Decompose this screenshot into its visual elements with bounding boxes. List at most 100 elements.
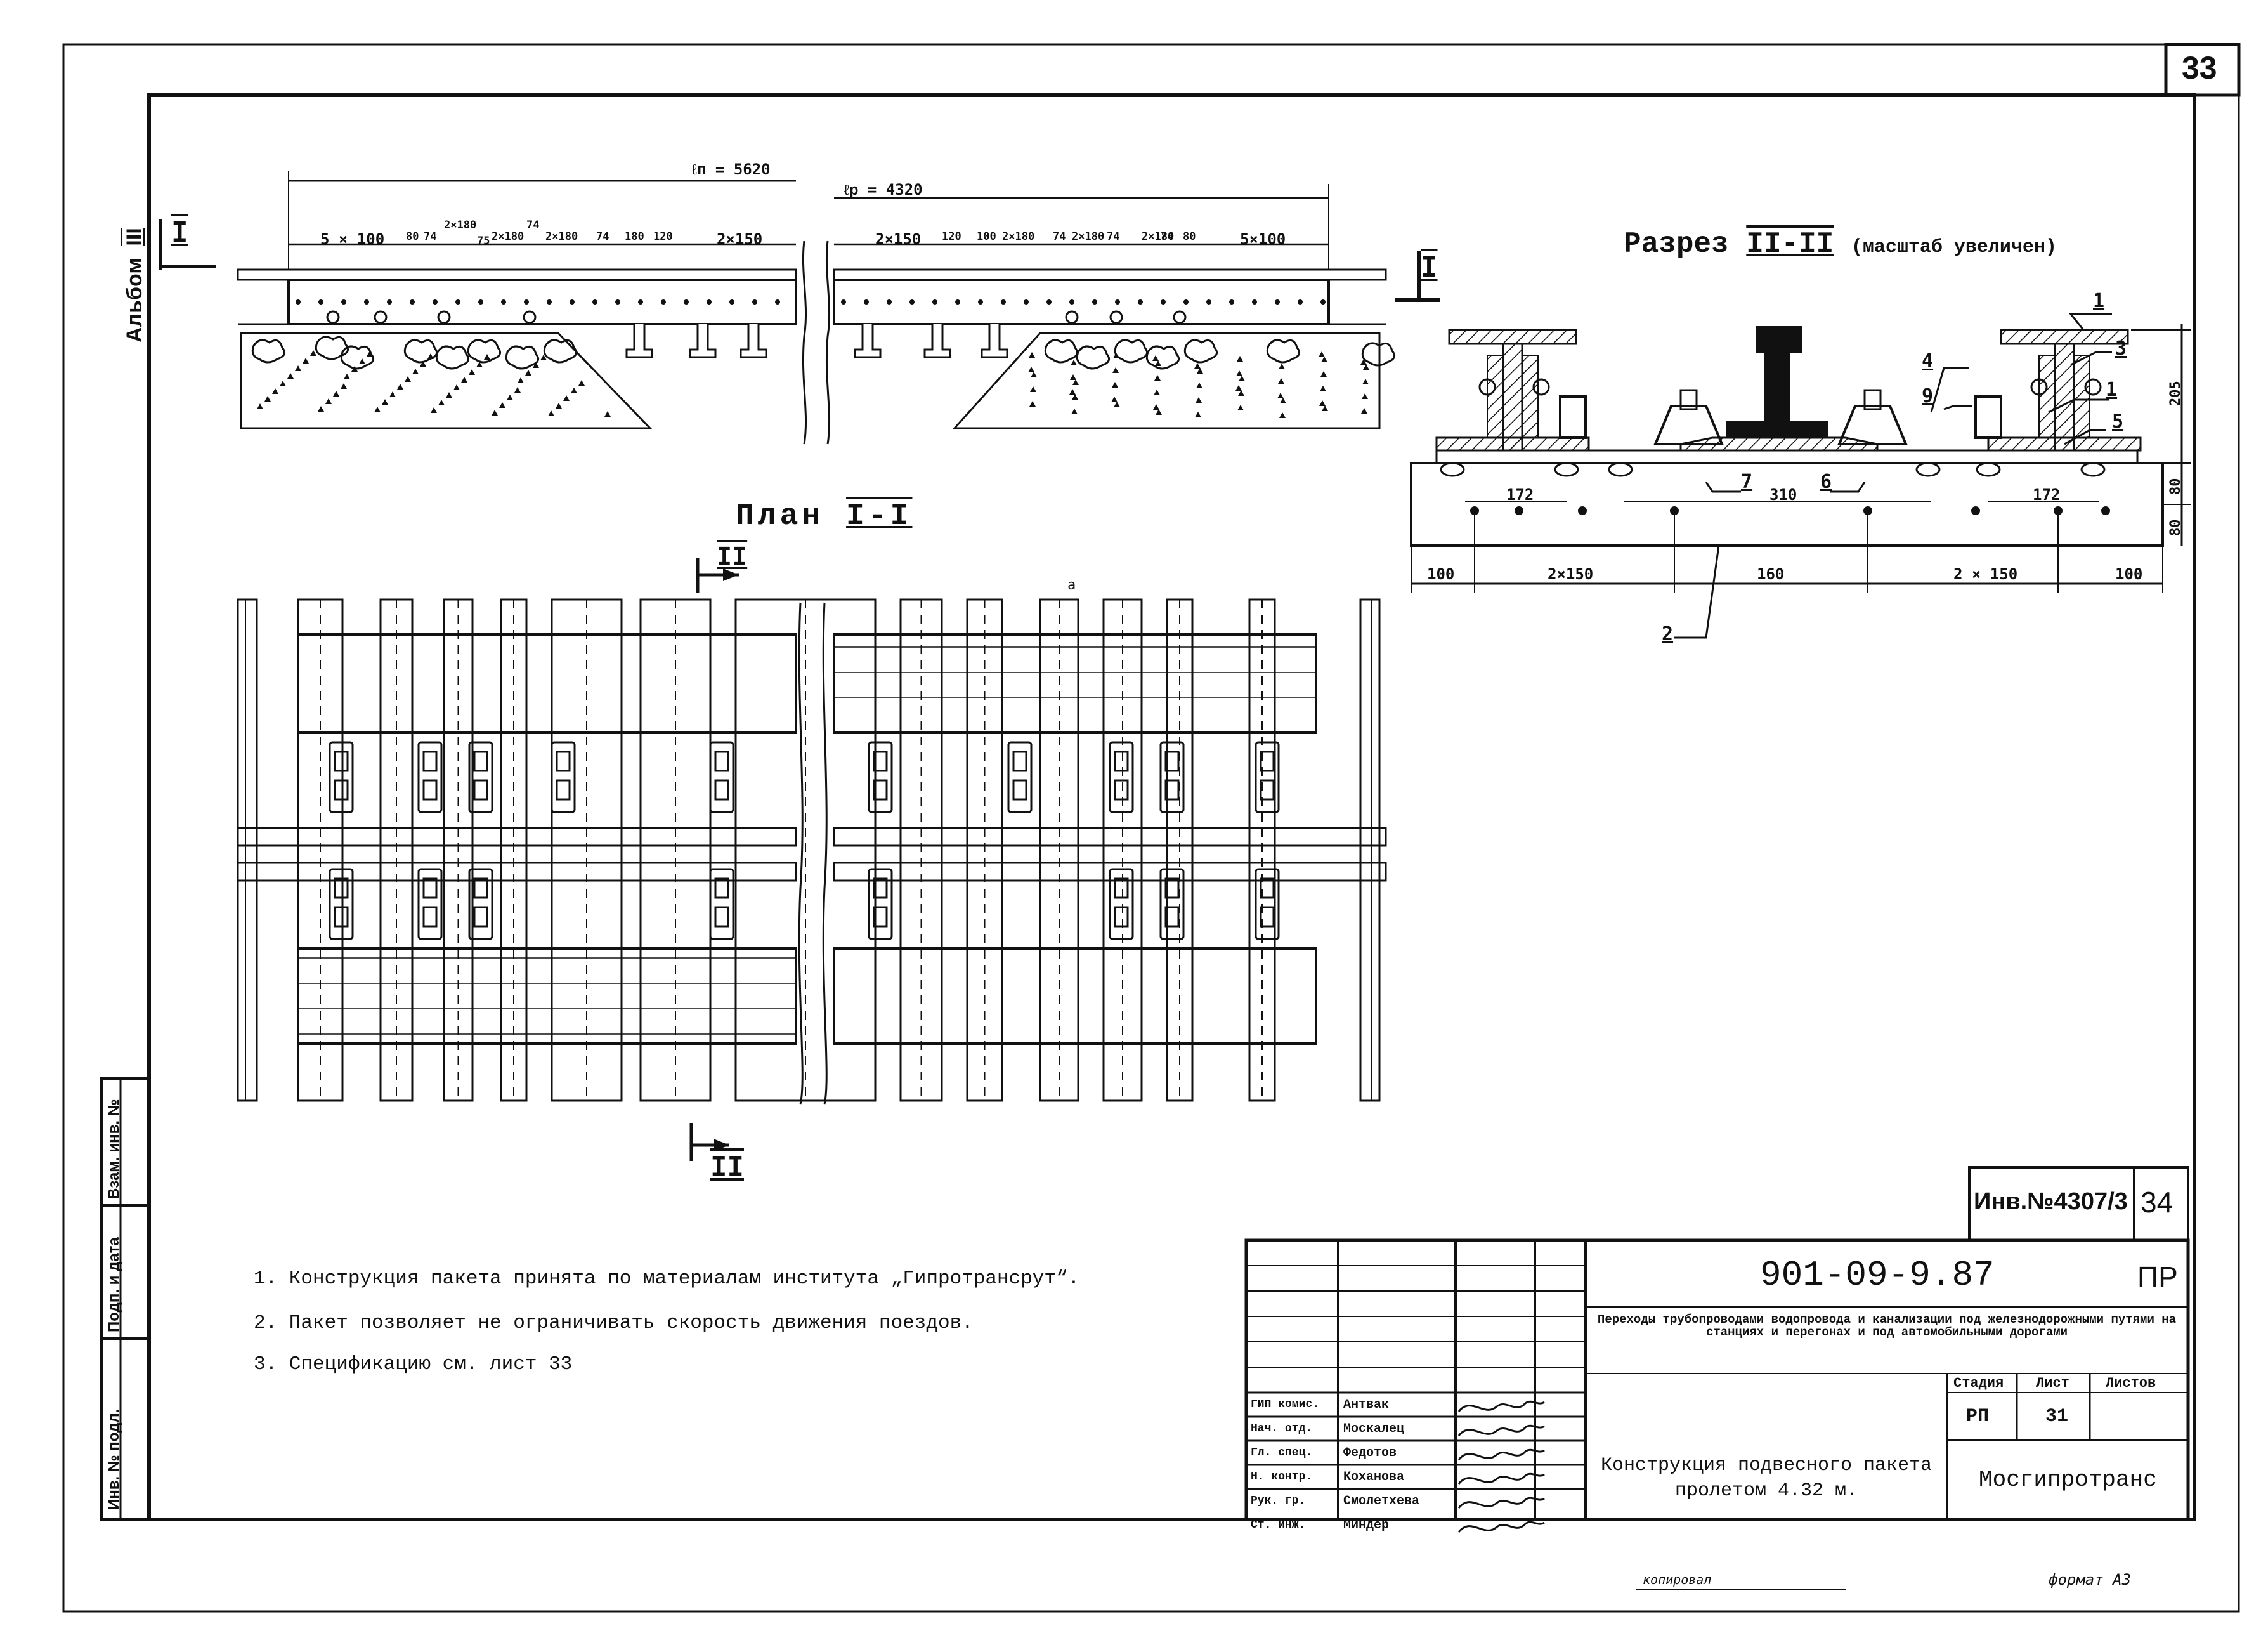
section-callout: 9 (1922, 385, 1934, 407)
section-dim-bottom: 2 × 150 (1953, 565, 2018, 583)
elevation-dim-right: 2×150 (875, 230, 922, 248)
section-dim-top: 172 (2033, 486, 2061, 504)
section-callout: 1 (2093, 290, 2105, 312)
plan-label-a: а (1067, 577, 1076, 593)
elevation-dim-right: 120 (942, 230, 961, 243)
signature-role: ГИП комис. (1251, 1398, 1320, 1411)
section-mark-right-stem (1417, 251, 1421, 301)
signature-role: Гл. спец. (1251, 1446, 1313, 1459)
footer-format: формат А3 (2049, 1571, 2132, 1589)
signature-role: Нач. отд. (1251, 1422, 1313, 1435)
section-mark-left-arrow (159, 265, 216, 268)
signature-role: Н. контр. (1251, 1471, 1313, 1483)
elevation-dim-left: 2×180 (444, 219, 477, 232)
section-dim-bottom: 100 (1427, 565, 1455, 583)
elevation-view (237, 171, 1396, 445)
elevation-dim-left: 74 (424, 230, 437, 243)
stamp-organization: Мосгипротранс (1979, 1467, 2157, 1493)
elevation-dim-left: 5 × 100 (320, 230, 385, 248)
signature-name: Антвак (1343, 1398, 1390, 1412)
section-callout: 3 (2115, 338, 2127, 360)
section-dim-bottom: 2×150 (1548, 565, 1594, 583)
strip-label-podp: Подп. и дата (105, 1237, 122, 1332)
signature-scribble (1457, 1472, 1545, 1485)
signature-name: Смолетхева (1343, 1494, 1420, 1509)
signature-scribble (1457, 1424, 1545, 1437)
signature-name: Москалец (1343, 1422, 1405, 1436)
left-strip (100, 1077, 151, 1521)
elevation-dim-left: 180 (625, 230, 644, 243)
elevation-dim-right: 2×180 (1002, 230, 1035, 243)
elevation-dim-right: 2×180 (1142, 230, 1175, 243)
plan-section-mark-top: II (717, 542, 748, 572)
signature-role: Ст. инж. (1251, 1519, 1306, 1531)
dim-total-left: ℓп = 5620 (691, 161, 771, 178)
elevation-dim-left: 120 (653, 230, 673, 243)
strip-label-inv: Инв. № подл. (105, 1408, 122, 1510)
footer-copied: копировал (1643, 1572, 1712, 1587)
signature-scribble (1457, 1521, 1545, 1533)
plan-title: План I-I (736, 499, 913, 534)
note-2: 2. Пакет позволяет не ограничивать скоро… (254, 1312, 974, 1334)
stamp-sheet-header: Лист (2036, 1375, 2069, 1391)
title-block (1244, 1166, 2190, 1521)
section-dim-bottom: 100 (2115, 565, 2143, 583)
section-mark-right-label: I (1421, 251, 1438, 284)
signature-scribble (1457, 1448, 1545, 1461)
section-dim-top: 172 (1506, 486, 1534, 504)
stamp-project-title: Переходы трубопроводами водопровода и ка… (1597, 1313, 2177, 1339)
inner-frame (147, 93, 2196, 1521)
elevation-dim-left: 2×180 (545, 230, 578, 243)
signature-scribble (1457, 1497, 1545, 1509)
stamp-code-suffix: ПР (2137, 1261, 2178, 1294)
elevation-dim-sub: 75 (477, 235, 490, 247)
stamp-page-in-album: 34 (2141, 1186, 2174, 1219)
elevation-dim-right: 74 (1107, 230, 1120, 243)
stamp-stage-header: Стадия (1953, 1375, 2004, 1391)
section-callout: 6 (1820, 471, 1832, 493)
section-dim-right: 80 (2168, 478, 2184, 495)
elevation-dim-left: 74 (596, 230, 609, 243)
section-callout: 4 (1922, 350, 1934, 372)
section-view (1410, 313, 2191, 639)
note-1: 1. Конструкция пакета принята по материа… (254, 1268, 1080, 1290)
elevation-dim-right: 74 (1053, 230, 1066, 243)
elevation-dim-left: 80 (406, 230, 419, 243)
section-dim-right: 80 (2168, 519, 2184, 537)
elevation-dim-left: 74 (526, 219, 540, 232)
elevation-dim-left: 2×150 (717, 230, 763, 248)
sheet-number: 33 (2182, 50, 2217, 86)
section-dim-top: 310 (1769, 486, 1797, 504)
stamp-stage: РП (1966, 1406, 1990, 1427)
signature-role: Рук. гр. (1251, 1495, 1306, 1507)
section-mark-left (159, 219, 169, 270)
dim-total-right: ℓр = 4320 (844, 181, 923, 199)
stamp-inv: Инв.№4307/3 (1974, 1188, 2128, 1215)
stamp-sheets-header: Листов (2106, 1375, 2156, 1391)
signature-name: Миндер (1343, 1518, 1390, 1533)
section-callout: 1 (2106, 379, 2118, 401)
section-callout: 2 (1662, 623, 1674, 645)
plan-view (237, 558, 1387, 1161)
elevation-dim-right: 2×180 (1072, 230, 1105, 243)
outer-border (62, 43, 2240, 1613)
section-callout: 5 (2112, 410, 2124, 433)
signature-name: Коханова (1343, 1470, 1405, 1485)
elevation-dim-left: 2×180 (492, 230, 525, 243)
elevation-dim-right: 74 (1161, 230, 1174, 243)
section-title: Разрез II-II (масштаб увеличен) (1624, 228, 2057, 261)
elevation-dim-right: 100 (977, 230, 996, 243)
sheet-number-box (2164, 43, 2241, 97)
stamp-sheet: 31 (2045, 1406, 2069, 1427)
stamp-drawing-title: Конструкция подвесного пакета пролетом 4… (1600, 1455, 1932, 1502)
section-dim-bottom: 160 (1757, 565, 1785, 583)
note-3: 3. Спецификацию см. лист 33 (254, 1353, 573, 1375)
section-callout: 7 (1741, 471, 1753, 493)
signature-scribble (1457, 1400, 1545, 1413)
section-mark-left-label: I (171, 216, 188, 249)
stamp-code: 901-09-9.87 (1760, 1255, 1995, 1295)
elevation-dim-right: 5×100 (1240, 230, 1286, 248)
album-label: Альбом III (122, 228, 147, 343)
strip-label-vzam: Взам. инв. № (105, 1099, 122, 1199)
